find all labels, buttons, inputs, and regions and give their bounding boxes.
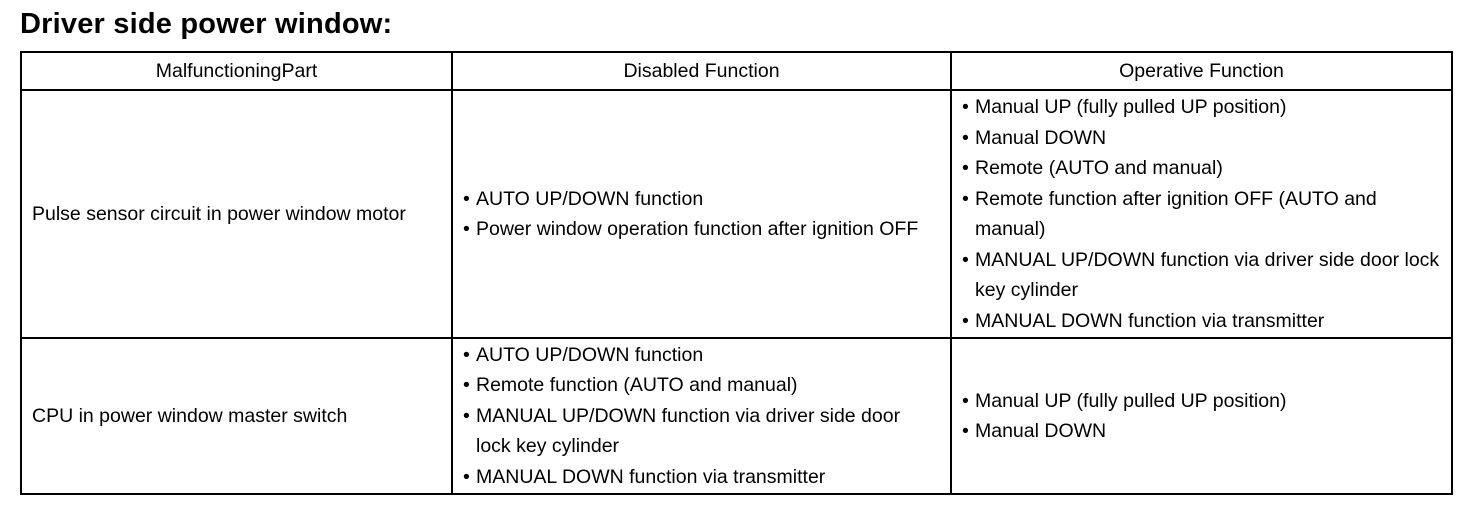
table-row: Pulse sensor circuit in power window mot… xyxy=(20,89,1453,339)
malfunctioning-part-cell: Pulse sensor circuit in power window mot… xyxy=(20,89,453,339)
page-title: Driver side power window: xyxy=(20,8,393,40)
disabled-function-list: AUTO UP/DOWN function Remote function (A… xyxy=(463,340,940,493)
malfunctioning-part-cell: CPU in power window master switch xyxy=(20,337,453,495)
list-item: Manual DOWN xyxy=(962,123,1441,154)
list-item: Manual UP (fully pulled UP position) xyxy=(962,386,1441,417)
list-item: MANUAL UP/DOWN function via driver side … xyxy=(463,401,940,462)
header-disabled-function: Disabled Function xyxy=(451,51,952,91)
list-item: MANUAL DOWN function via transmitter xyxy=(463,462,940,493)
list-item: Remote (AUTO and manual) xyxy=(962,153,1441,184)
disabled-function-list: AUTO UP/DOWN function Power window opera… xyxy=(463,184,940,245)
header-malfunctioning-part: MalfunctioningPart xyxy=(20,51,453,91)
list-item: Remote function (AUTO and manual) xyxy=(463,370,940,401)
list-item: Manual UP (fully pulled UP position) xyxy=(962,92,1441,123)
list-item: Power window operation function after ig… xyxy=(463,214,940,245)
list-item: Remote function after ignition OFF (AUTO… xyxy=(962,184,1441,245)
operative-function-list: Manual UP (fully pulled UP position) Man… xyxy=(962,386,1441,447)
disabled-function-cell: AUTO UP/DOWN function Remote function (A… xyxy=(451,337,952,495)
list-item: MANUAL UP/DOWN function via driver side … xyxy=(962,245,1441,306)
operative-function-cell: Manual UP (fully pulled UP position) Man… xyxy=(950,337,1453,495)
list-item: MANUAL DOWN function via transmitter xyxy=(962,306,1441,337)
operative-function-cell: Manual UP (fully pulled UP position) Man… xyxy=(950,89,1453,339)
operative-function-list: Manual UP (fully pulled UP position) Man… xyxy=(962,92,1441,336)
header-operative-function: Operative Function xyxy=(950,51,1453,91)
list-item: AUTO UP/DOWN function xyxy=(463,184,940,215)
table-header-row: MalfunctioningPart Disabled Function Ope… xyxy=(20,51,1453,91)
list-item: AUTO UP/DOWN function xyxy=(463,340,940,371)
list-item: Manual DOWN xyxy=(962,416,1441,447)
disabled-function-cell: AUTO UP/DOWN function Power window opera… xyxy=(451,89,952,339)
malfunction-table: MalfunctioningPart Disabled Function Ope… xyxy=(20,51,1453,495)
table-row: CPU in power window master switch AUTO U… xyxy=(20,337,1453,495)
